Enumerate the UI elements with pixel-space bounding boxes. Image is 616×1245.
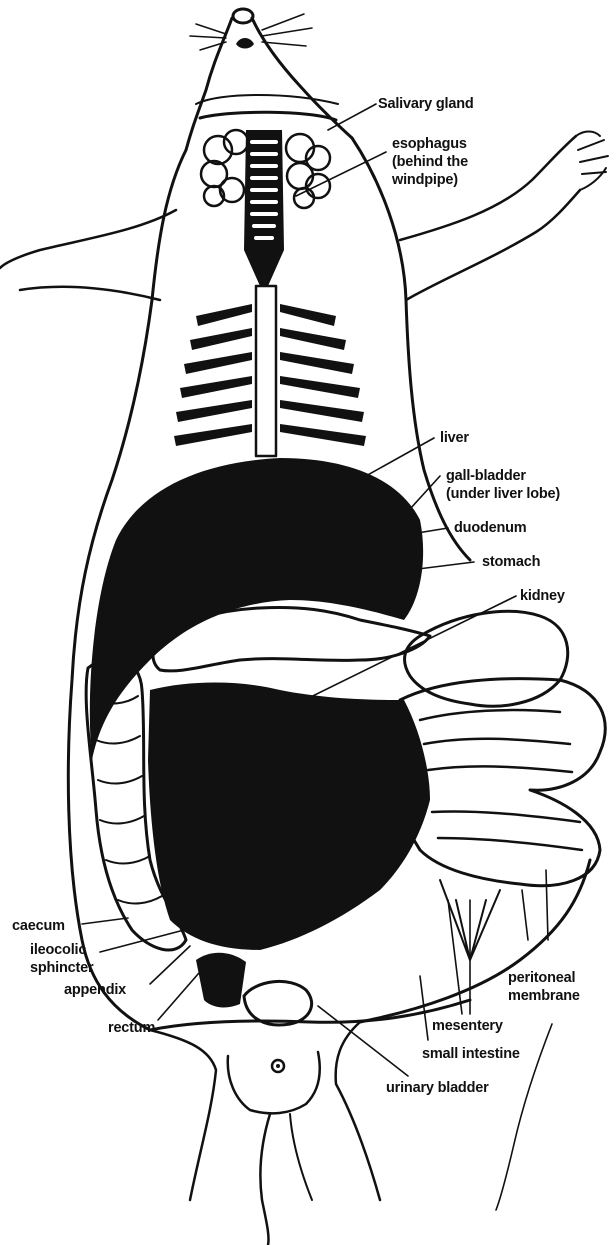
label-esophagus-note-2: windpipe)	[391, 172, 458, 188]
salivary-gland-left	[201, 130, 248, 206]
right-paw	[576, 132, 608, 191]
label-gall-bladder: gall-bladder	[446, 468, 526, 484]
caecum-leader	[82, 918, 128, 924]
label-urinary-bladder: urinary bladder	[386, 1080, 489, 1096]
mouth	[236, 38, 254, 49]
neck-region	[196, 95, 338, 286]
salivary-gland-right	[286, 134, 330, 208]
rectum	[196, 953, 246, 1008]
label-ileocolic: ileocolic	[30, 942, 86, 958]
snout	[233, 9, 253, 23]
label-kidney: kidney	[520, 588, 565, 604]
label-peritoneal-membrane: membrane	[508, 988, 580, 1004]
label-esophagus: esophagus	[392, 136, 467, 152]
label-appendix: appendix	[64, 982, 126, 998]
appendix-leader	[150, 946, 190, 984]
intestine-loop-upper	[405, 611, 568, 706]
peritoneal-leader-2	[546, 870, 548, 940]
abdominal-cavity	[86, 458, 605, 1030]
label-esophagus-note-1: (behind the	[392, 154, 468, 170]
windpipe	[244, 130, 284, 286]
label-salivary-gland: Salivary gland	[378, 96, 474, 112]
label-peritoneal: peritoneal	[508, 970, 575, 986]
label-duodenum: duodenum	[454, 520, 527, 536]
label-rectum: rectum	[108, 1020, 155, 1036]
label-small-intestine: small intestine	[422, 1046, 520, 1062]
label-stomach: stomach	[482, 554, 540, 570]
rib-cage	[174, 286, 366, 456]
label-ileocolic-sphincter: sphincter	[30, 960, 94, 976]
peritoneal-leader-1	[522, 890, 528, 940]
urinary-bladder	[244, 981, 312, 1025]
label-gall-bladder-note: (under liver lobe)	[446, 486, 560, 502]
label-liver: liver	[440, 430, 469, 446]
label-mesentery: mesentery	[432, 1018, 503, 1034]
label-caecum: caecum	[12, 918, 65, 934]
sternum	[256, 286, 276, 456]
tail	[260, 1114, 270, 1245]
salivary-gland-leader	[328, 104, 376, 130]
peritoneal-membrane	[150, 1000, 470, 1030]
